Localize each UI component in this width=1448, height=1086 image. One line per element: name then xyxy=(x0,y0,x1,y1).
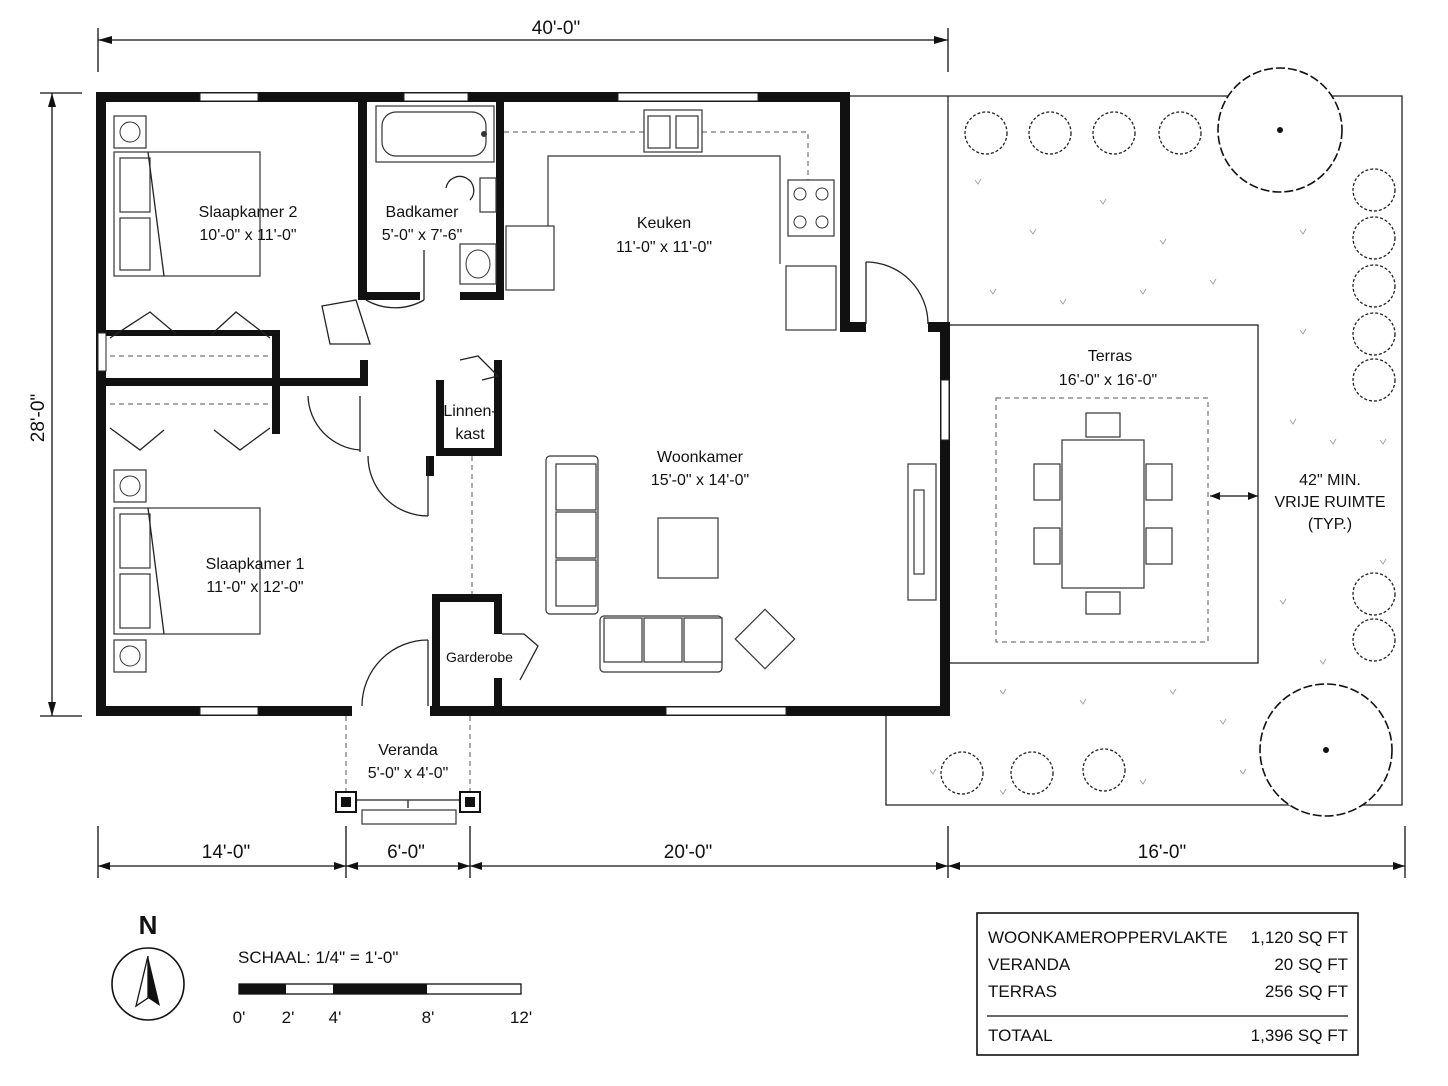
linen-label-line1: Linnen- xyxy=(443,403,496,420)
living-name: Woonkamer xyxy=(657,449,744,466)
grass-texture xyxy=(929,178,1387,795)
bedroom1-furniture xyxy=(113,469,261,673)
bedroom2-size: 10'-0" x 11'-0" xyxy=(199,227,296,244)
porch xyxy=(335,716,481,825)
area-row-label-terrace: TERRAS xyxy=(988,982,1057,1001)
kitchen-name: Keuken xyxy=(637,215,691,232)
interior-walls xyxy=(106,96,504,716)
doors xyxy=(109,250,929,707)
porch-name: Veranda xyxy=(378,742,438,759)
area-total-value: 1,396 SQ FT xyxy=(1251,1026,1348,1045)
porch-size: 5'-0" x 4'-0" xyxy=(368,765,449,782)
area-row-value-terrace: 256 SQ FT xyxy=(1265,982,1348,1001)
scale-bar xyxy=(238,983,522,995)
terrace-size: 16'-0" x 16'-0" xyxy=(1059,372,1157,389)
bottom-dim-label-3: 20'-0" xyxy=(664,842,712,863)
area-table xyxy=(976,912,1359,1056)
bathroom-size: 5'-0" x 7'-6" xyxy=(382,227,463,244)
scale-tick-12: 12' xyxy=(510,1008,532,1027)
area-row-value-living: 1,120 SQ FT xyxy=(1251,928,1348,947)
scale-label: SCHAAL: 1/4" = 1'-0" xyxy=(238,948,398,967)
area-row-label-porch: VERANDA xyxy=(988,955,1071,974)
bottom-dim-label-2: 6'-0" xyxy=(387,842,425,863)
terrace-name: Terras xyxy=(1088,348,1132,365)
bottom-dim-label-4: 16'-0" xyxy=(1138,842,1186,863)
bedroom1-size: 11'-0" x 12'-0" xyxy=(206,579,303,596)
linen-label-line2: kast xyxy=(455,426,485,443)
scale-tick-8: 8' xyxy=(422,1008,435,1027)
scale-tick-4: 4' xyxy=(329,1008,342,1027)
kitchen-size: 11'-0" x 11'-0" xyxy=(616,239,712,256)
shrub-group xyxy=(940,111,1396,795)
north-arrow-icon xyxy=(111,947,185,1021)
bathroom-fixtures xyxy=(375,105,497,285)
overall-width-label: 40'-0" xyxy=(532,18,580,39)
living-room-furniture xyxy=(545,455,937,673)
kitchen-fixtures xyxy=(504,109,837,331)
clearance-note-line2: VRIJE RUIMTE xyxy=(1274,494,1385,511)
wardrobe-label: Garderobe xyxy=(446,649,513,665)
tree-north-east xyxy=(1217,67,1343,193)
scale-tick-2: 2' xyxy=(282,1008,295,1027)
area-row-label-living: WOONKAMEROPPERVLAKTE xyxy=(988,928,1228,947)
north-label: N xyxy=(139,910,158,940)
bedroom1-name: Slaapkamer 1 xyxy=(206,556,305,573)
bathroom-name: Badkamer xyxy=(386,204,460,221)
living-size: 15'-0" x 14'-0" xyxy=(651,472,749,489)
windows xyxy=(97,92,950,716)
clearance-note-line1: 42" MIN. xyxy=(1299,472,1361,489)
scale-tick-0: 0' xyxy=(233,1008,246,1027)
overall-depth-label: 28'-0" xyxy=(28,394,49,442)
tree-south-east xyxy=(1259,683,1393,817)
area-total-label: TOTAAL xyxy=(988,1026,1053,1045)
patio-dining-set xyxy=(1033,412,1173,615)
bottom-dim-label-1: 14'-0" xyxy=(202,842,250,863)
clearance-note-line3: (TYP.) xyxy=(1308,516,1352,533)
bedroom2-furniture xyxy=(113,115,261,277)
bedroom2-name: Slaapkamer 2 xyxy=(199,204,298,221)
dimension-lines xyxy=(40,28,1406,878)
area-row-value-porch: 20 SQ FT xyxy=(1274,955,1348,974)
